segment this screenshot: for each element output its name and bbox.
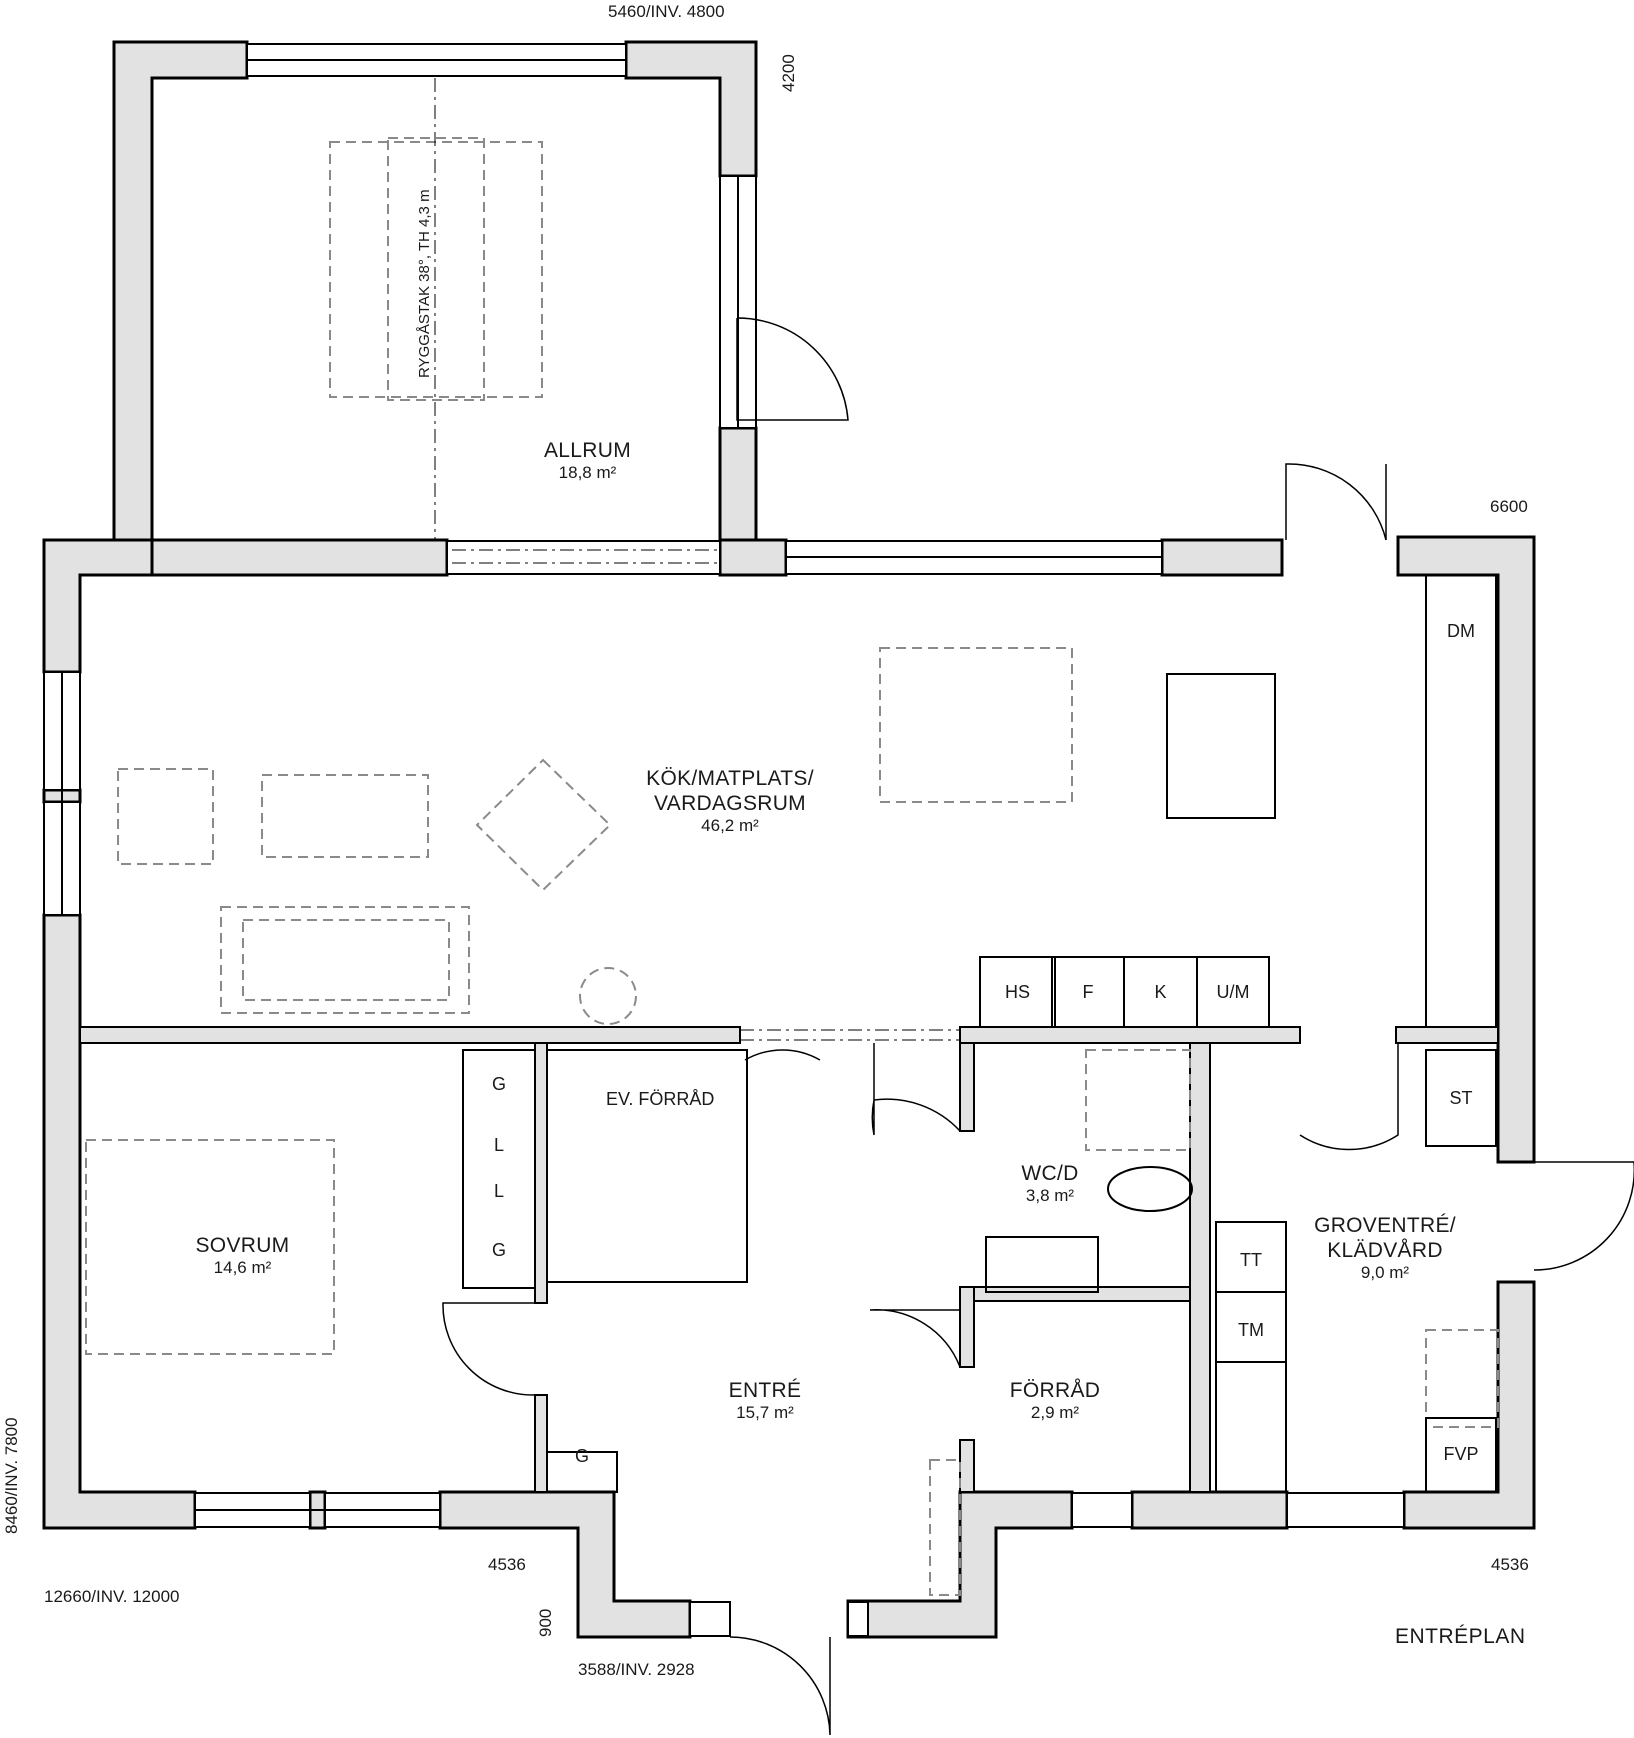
- storage-note: EV. FÖRRÅD: [606, 1089, 715, 1110]
- room-label-sovrum: SOVRUM 14,6 m²: [170, 1233, 315, 1279]
- appliance-tm: TM: [1238, 1320, 1264, 1340]
- room-area: 2,9 m²: [1030, 1403, 1080, 1423]
- room-label-wc-d: WC/D 3,8 m²: [1000, 1161, 1100, 1207]
- room-name: WC/D: [1021, 1162, 1079, 1185]
- room-name-line1: GROVENTRÉ/: [1314, 1214, 1456, 1237]
- room-label-entre: ENTRÉ 15,7 m²: [700, 1378, 830, 1424]
- doors: [442, 317, 1634, 1736]
- roof-note: RYGGÅSTAK 38°, TH 4,3 m: [416, 189, 433, 378]
- room-area: 9,0 m²: [1360, 1263, 1410, 1283]
- dimension-right-upper: 6600: [1490, 497, 1528, 516]
- wardrobe-l-2: L: [493, 1181, 504, 1201]
- wardrobe-l-1: L: [493, 1135, 504, 1155]
- room-area: 15,7 m²: [736, 1403, 794, 1423]
- room-area: 14,6 m²: [213, 1258, 272, 1278]
- dimension-bottom-center: 3588/INV. 2928: [578, 1660, 695, 1679]
- plan-title: ENTRÉPLAN: [1395, 1625, 1526, 1648]
- room-name: FÖRRÅD: [1009, 1379, 1101, 1402]
- room-name-line1: KÖK/MATPLATS/: [646, 767, 814, 790]
- room-area: 18,8 m²: [558, 463, 617, 483]
- room-label-allrum: ALLRUM 18,8 m²: [520, 438, 655, 484]
- appliance-hs: HS: [1004, 982, 1030, 1002]
- appliance-fvp: FVP: [1443, 1444, 1479, 1464]
- appliance-tt: TT: [1240, 1250, 1262, 1270]
- dimension-bottom-left: 12660/INV. 12000: [44, 1587, 180, 1606]
- windows: [43, 43, 1405, 1637]
- room-name-line2: KLÄDVÅRD: [1327, 1239, 1443, 1263]
- axis-lines: [434, 78, 960, 1041]
- interior-walls: [79, 1026, 1499, 1493]
- room-label-forrad: FÖRRÅD 2,9 m²: [990, 1378, 1120, 1424]
- dimension-bottom-mid-vertical: 900: [536, 1608, 555, 1637]
- appliance-k: K: [1154, 982, 1167, 1002]
- room-name: ALLRUM: [544, 439, 631, 462]
- room-label-kok-matplats-vardagsrum: KÖK/MATPLATS/ VARDAGSRUM 46,2 m²: [620, 766, 840, 837]
- dimension-top-right-vertical: 4200: [779, 54, 798, 92]
- appliance-f: F: [1082, 982, 1094, 1002]
- wardrobe-g-2: G: [491, 1240, 506, 1260]
- room-label-groventre-kladvard: GROVENTRÉ/ KLÄDVÅRD 9,0 m²: [1290, 1213, 1480, 1284]
- dimension-top: 5460/INV. 4800: [608, 2, 725, 21]
- dimension-bottom-mid-left: 4536: [488, 1555, 526, 1574]
- appliance-u-m: U/M: [1216, 982, 1250, 1002]
- room-name: SOVRUM: [195, 1234, 290, 1257]
- room-name-line2: VARDAGSRUM: [654, 792, 806, 816]
- dimension-bottom-right: 4536: [1491, 1555, 1529, 1574]
- exterior-walls: [42, 40, 1536, 1639]
- room-area: 46,2 m²: [701, 816, 759, 836]
- wardrobe-g-1: G: [491, 1074, 506, 1094]
- wardrobe-g-entry: G: [574, 1446, 589, 1466]
- storage-st: ST: [1449, 1088, 1473, 1108]
- appliance-dm: DM: [1447, 621, 1475, 641]
- room-area: 3,8 m²: [1025, 1186, 1075, 1206]
- furniture-dashed: [85, 137, 1499, 1596]
- room-name: ENTRÉ: [728, 1379, 802, 1402]
- fixtures: [462, 574, 1497, 1493]
- dimension-left-vertical: 8460/INV. 7800: [2, 1417, 21, 1534]
